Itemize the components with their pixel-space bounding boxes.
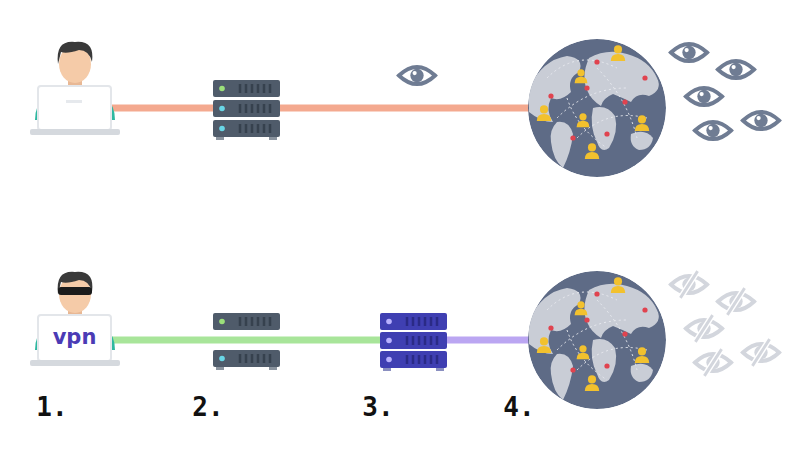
callout-number: 4. — [503, 394, 534, 420]
callout-number: 2. — [192, 394, 223, 420]
callout-number: 3. — [362, 394, 393, 420]
callout-number: 1. — [36, 394, 67, 420]
screen-text: vpn — [53, 327, 97, 348]
